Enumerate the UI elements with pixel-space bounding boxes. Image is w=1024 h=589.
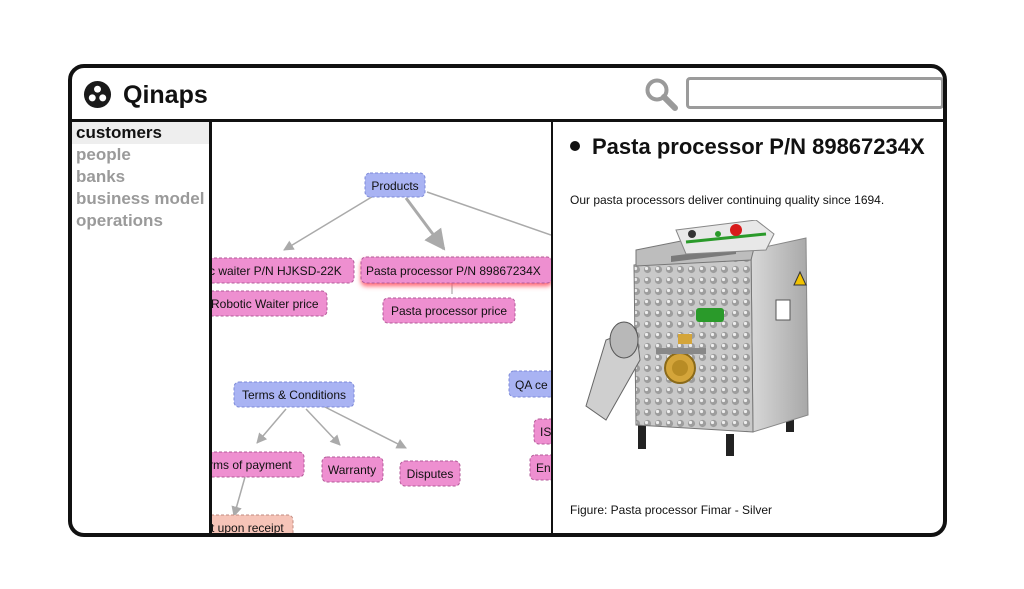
edge-products-pasta (404, 197, 446, 251)
graph-node-qa[interactable]: QA ce (508, 370, 551, 398)
pasta-machine-image (585, 220, 809, 456)
graph-node-disputes[interactable]: Disputes (399, 460, 461, 487)
edge-terms-payment (256, 408, 287, 444)
node-label: Warranty (328, 463, 376, 477)
node-label: rms of payment (212, 458, 292, 472)
node-label: t upon receipt (212, 521, 284, 533)
node-label: Products (371, 179, 418, 193)
graph-node-pasta-processor[interactable]: Pasta processor P/N 89867234X (360, 256, 551, 284)
sidebar-item-people[interactable]: people (76, 145, 131, 164)
sidebar-item-business-model[interactable]: business model (76, 189, 205, 208)
graph-edges (231, 191, 551, 518)
detail-panel: Pasta processor P/N 89867234X Our pasta … (554, 122, 943, 533)
detail-title: Pasta processor P/N 89867234X (570, 134, 925, 160)
search-input[interactable] (686, 77, 943, 109)
node-label: IS (540, 425, 551, 439)
node-label: c waiter P/N HJKSD-22K (212, 264, 342, 278)
mind-map-canvas[interactable]: Products c waiter P/N HJKSD-22K Pasta pr… (212, 122, 553, 533)
detail-title-text: Pasta processor P/N 89867234X (592, 134, 925, 159)
node-label: En (536, 461, 551, 475)
node-label: Pasta processor P/N 89867234X (366, 264, 541, 278)
graph-node-products[interactable]: Products (364, 172, 426, 198)
graph-node-robotic-waiter-price[interactable]: Robotic Waiter price (212, 290, 328, 317)
figure-caption: Figure: Pasta processor Fimar - Silver (570, 503, 773, 517)
node-label: Pasta processor price (391, 304, 507, 318)
graph-node-warranty[interactable]: Warranty (321, 456, 384, 483)
app-title: Qinaps (123, 81, 208, 109)
sidebar-item-operations[interactable]: operations (76, 211, 163, 230)
edge-terms-warranty (305, 408, 341, 446)
graph-node-robotic-waiter[interactable]: c waiter P/N HJKSD-22K (212, 257, 355, 284)
sidebar-item-banks[interactable]: banks (76, 167, 126, 186)
node-label: QA ce (515, 378, 548, 392)
graph-node-upon-receipt[interactable]: t upon receipt (212, 514, 294, 533)
edge-products-waiter (283, 194, 376, 251)
sidebar: customers people banks business model op… (72, 122, 212, 533)
sidebar-item-customers[interactable]: customers (72, 122, 209, 144)
bullet-icon (570, 141, 580, 151)
graph-node-terms-of-payment[interactable]: rms of payment (212, 451, 305, 478)
graph-node-terms[interactable]: Terms & Conditions (233, 381, 355, 408)
mind-map-svg: Products c waiter P/N HJKSD-22K Pasta pr… (212, 172, 551, 533)
edge-payment-receipt (231, 476, 246, 518)
detail-description: Our pasta processors deliver continuing … (570, 193, 885, 207)
trinity-circle-icon[interactable] (83, 80, 112, 109)
edge-products-offscreen (426, 191, 551, 236)
node-label: Robotic Waiter price (212, 297, 319, 311)
graph-node-en[interactable]: En (529, 454, 551, 481)
app-window: Qinaps customers people banks business m… (68, 64, 947, 537)
edge-terms-disputes (322, 405, 407, 449)
top-bar: Qinaps (72, 68, 943, 122)
node-label: Disputes (407, 467, 454, 481)
node-label: Terms & Conditions (242, 388, 346, 402)
search-icon[interactable] (644, 77, 678, 111)
graph-node-pasta-processor-price[interactable]: Pasta processor price (382, 297, 516, 324)
graph-node-is[interactable]: IS (533, 418, 551, 445)
